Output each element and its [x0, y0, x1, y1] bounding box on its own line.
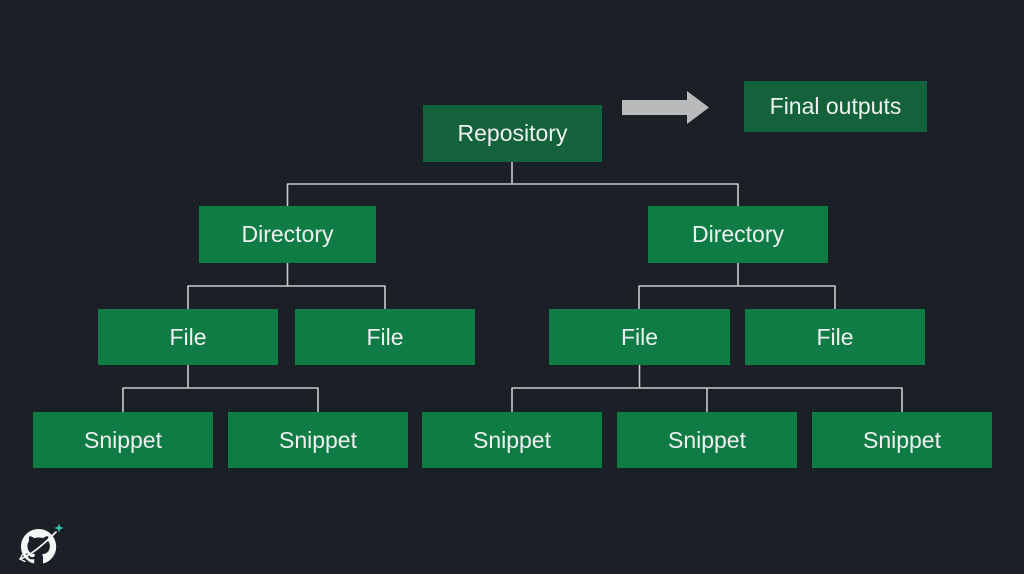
node-file-4: File	[745, 309, 925, 365]
node-file-2: File	[295, 309, 475, 365]
node-snippet-2: Snippet	[228, 412, 408, 468]
node-directory-right: Directory	[648, 206, 828, 263]
node-snippet-4: Snippet	[617, 412, 797, 468]
swoosh-orbit-line	[19, 531, 57, 563]
node-snippet-1: Snippet	[33, 412, 213, 468]
node-directory-left: Directory	[199, 206, 376, 263]
node-file-1: File	[98, 309, 278, 365]
node-snippet-3: Snippet	[422, 412, 602, 468]
node-final-outputs: Final outputs	[744, 81, 927, 132]
github-octocat-logo-icon	[19, 523, 64, 564]
node-file-3: File	[549, 309, 730, 365]
node-repository: Repository	[423, 105, 602, 162]
sparkle-star-icon	[54, 523, 64, 533]
right-arrow-icon	[622, 91, 709, 124]
node-snippet-5: Snippet	[812, 412, 992, 468]
